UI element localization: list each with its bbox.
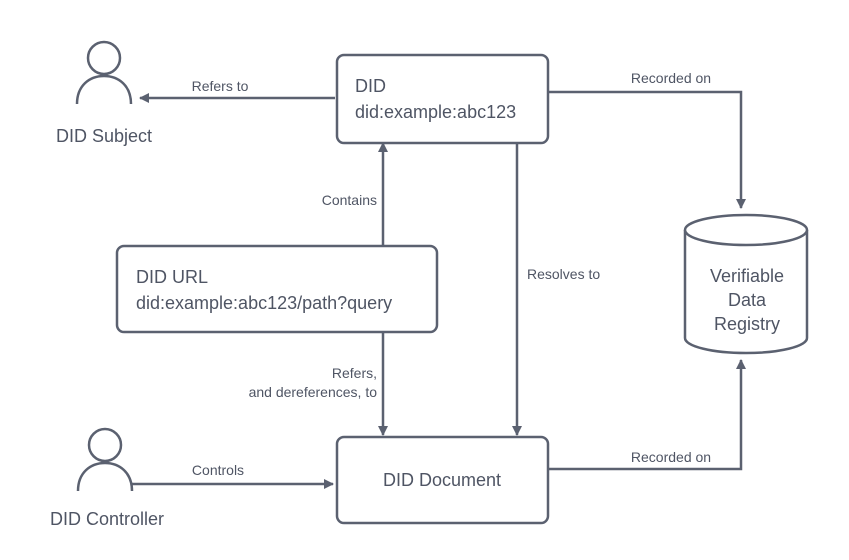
edge-did-to-registry <box>548 90 746 209</box>
edge-label-resolves-to: Resolves to <box>527 266 600 282</box>
did-title: DID <box>355 76 386 96</box>
edge-label-contains: Contains <box>322 192 377 208</box>
did-url-value: did:example:abc123/path?query <box>136 293 392 313</box>
did-document-node <box>335 435 550 525</box>
did-value: did:example:abc123 <box>355 102 516 122</box>
did-subject-label: DID Subject <box>56 126 152 146</box>
edge-label-recorded-on-bottom: Recorded on <box>631 449 711 465</box>
edge-label-refers-deref-line2: and dereferences, to <box>249 384 378 400</box>
did-controller-label: DID Controller <box>50 509 164 529</box>
did-subject-person-icon <box>75 40 133 105</box>
edge-label-refers-deref-line1: Refers, <box>332 365 377 381</box>
did-url-title: DID URL <box>136 267 208 287</box>
registry-label-line1: Verifiable <box>710 266 784 286</box>
edge-label-controls: Controls <box>192 462 244 478</box>
registry-cylinder <box>683 213 809 355</box>
edge-document-to-registry <box>548 359 746 471</box>
did-url-node <box>115 244 439 334</box>
registry-label-line2: Data <box>728 290 767 310</box>
did-node <box>335 53 550 145</box>
edge-label-refers-to: Refers to <box>192 78 249 94</box>
registry-label-line3: Registry <box>714 314 780 334</box>
edge-label-recorded-on-top: Recorded on <box>631 70 711 86</box>
did-controller-person-icon <box>76 427 134 492</box>
did-document-label: DID Document <box>383 470 501 490</box>
